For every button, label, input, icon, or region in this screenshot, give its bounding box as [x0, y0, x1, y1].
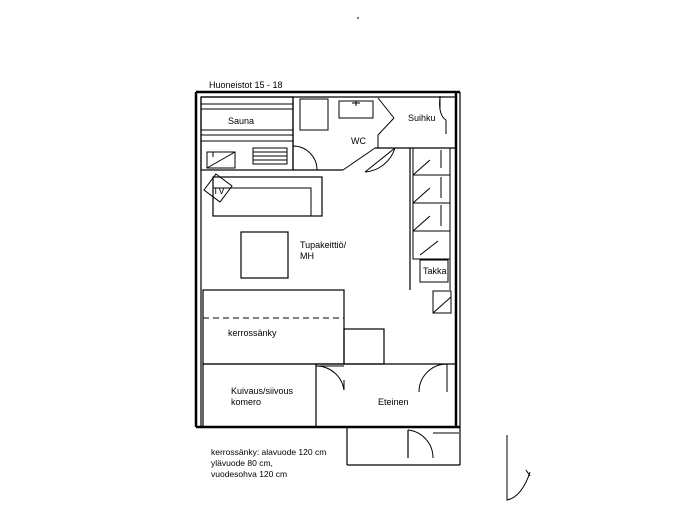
wc-room	[292, 97, 410, 171]
eteinen-label: Eteinen	[378, 397, 409, 407]
kuivaus-label-2: komero	[231, 397, 261, 407]
tupakeittio-label-2: MH	[300, 251, 314, 261]
suihku-label: Suihku	[408, 113, 436, 123]
sofa	[212, 176, 323, 217]
sofa-seat	[212, 187, 312, 217]
tupakeittio-label-1: Tupakeittiö/	[300, 240, 347, 250]
note-line-2: ylävuode 80 cm,	[211, 458, 273, 468]
wardrobes	[409, 147, 456, 290]
table	[240, 231, 289, 279]
takka-label: Takka	[423, 266, 447, 276]
entrance	[346, 427, 531, 501]
tv-label: TV	[213, 186, 225, 196]
tv-stand	[203, 173, 233, 203]
bunk-bed	[202, 289, 385, 365]
wc-label: WC	[351, 136, 366, 146]
note-line-1: kerrossänky: alavuode 120 cm	[211, 447, 326, 457]
kerrossanky-label: kerrossänky	[228, 328, 277, 338]
kuivaus-label-1: Kuivaus/siivous	[231, 386, 294, 396]
closet-room	[202, 363, 345, 428]
sauna-label: Sauna	[228, 116, 254, 126]
takka-shelf	[432, 290, 452, 314]
takka-box	[419, 259, 449, 283]
sauna-room	[200, 96, 294, 171]
note-line-3: vuodesohva 120 cm	[211, 469, 287, 479]
plan-title: Huoneistot 15 - 18	[209, 80, 283, 90]
wc-door	[364, 147, 396, 173]
hall-room	[316, 363, 456, 393]
sauna-door	[292, 145, 318, 171]
shower-curtain	[439, 96, 447, 134]
